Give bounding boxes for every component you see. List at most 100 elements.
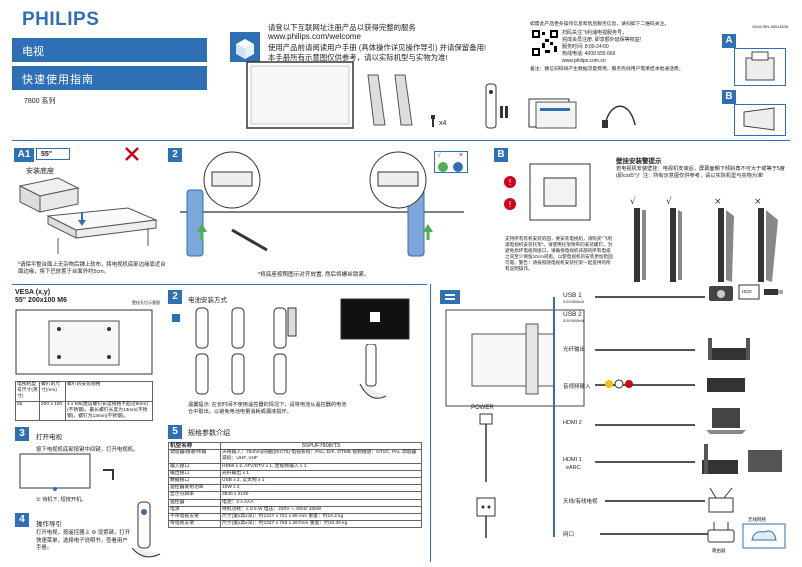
spec-key: 输入接口 [168,462,221,471]
step4-text: 打开电视，按遥控器上 ⚙ 设置键，打开快速菜单，选择电子说明书，查看用户手册。 [36,530,131,551]
battery-title: 电池安装方式 [188,297,227,304]
registration-url[interactable]: www.philips.com/welcome [268,32,361,41]
spec-key: 输出接口 [168,469,221,479]
wall-warning-text: 支持所有有机安装的固，要安装电视机，请购买"飞利浦电视机安装托架"。请使用托架附… [505,236,613,271]
spec-val: 尺寸(宽x高x深)：约1227 x 783 x 267mm 重量：约10.35 … [220,520,422,529]
vesa-mm: 200 x 100 [39,400,66,422]
hdd-label: HDD [742,289,752,294]
qr-title: 如需此产品更多操作信息和售后服务信息，请扫如下二维码关注。 [530,22,670,27]
corner-b-tag: B [722,90,736,104]
spec-title: 规格参数介绍 [188,430,230,437]
port-bus [553,297,555,537]
connections-icon [440,290,460,304]
qr-line: 热线电话: 4009 555 666 [562,51,616,57]
antenna-icon [708,487,734,513]
qr-line: 服务时间: 8:00-24:00 [562,44,609,50]
antenna-cable [605,500,705,502]
qr-line: www.philips.com.cn [562,58,606,64]
step3-text: 按下电视机底部按键中间键，打开电视机。 [36,447,139,453]
screw-icon [431,115,435,127]
usb-stick-icon [764,289,783,295]
power-label: POWER [471,405,494,411]
hdmi1-cable [595,461,695,463]
step3-sub: ① 待机下, 短按开机。 [36,497,87,503]
qr-line: 扫码关注飞利浦电视服务号， [562,30,628,36]
vesa-th-spec: 螺钉的安装规格 [65,381,153,402]
spec-key: 调谐器/接收/传输 [168,449,221,464]
brand-logo: PHILIPS [22,9,100,30]
stand-step-tag: 2 [168,148,182,162]
size-label: 55" [41,151,53,158]
tv-back-panel-illustration [445,309,585,407]
vesa-spec: 4 x M6(建议螺钉长度规格不超过8mm)(不锈钢)，最长螺钉长度为13mm(… [65,400,153,422]
vesa-table: 电视机型号尺寸(英寸) 螺钉的尺寸(mm) 螺钉的安装规格 55 200 x 1… [15,381,153,422]
hdd-icon [738,284,760,300]
hdmi1-sub: eARC [566,465,581,471]
stand-install-illustration [180,151,464,257]
usb1-cable [595,296,705,298]
vesa-th-mm: 螺钉的尺寸(mm) [39,381,66,402]
a1-note: *请保平整台面上无杂物后铺上软布，将电视机底部边缘靠近台面边缘，将下巴放置于台面… [18,262,166,275]
spec-val: 光纤输出 x 1 [220,469,422,479]
vesa-title: VESA (x,y) [15,289,51,296]
spec-row: 电源待机功耗：≤ 0.5 W 电压：220V ~, 50Hz 155W [168,505,422,515]
spec-val: USB x 2, 以太网 x 1 [220,477,422,486]
usb2-sub: 5.0V/500mA [563,319,584,323]
network-cloud-icon [742,523,786,549]
spec-val: HDMI x 2, ATV/DTV x 1, 音视频输入 x 1 [220,462,422,471]
check-badge: √ × [434,151,468,173]
step3-num: 3 [15,427,29,441]
spec-row: 带电视支架尺寸(宽x高x深)：约1227 x 783 x 267mm 重量：约1… [168,520,422,529]
spec-key: 显示分辨率 [168,491,221,500]
vesa-back-illustration [15,309,153,375]
series-label: 7800 系列 [24,98,56,105]
optical-cable [595,349,695,351]
qr-note: 备注：微信扫码将产生数据流量费用，服务热线用户需承担本地通话费。 [530,67,684,72]
spec-key: 带电视支架 [168,520,221,529]
camera-icon [709,286,733,301]
cross-mark: × [458,152,463,159]
tv-illustration [246,61,354,129]
size-badge: 55" [36,148,70,160]
hdmi2-label: HDMI 2 [563,420,582,426]
divider-mid [12,284,427,285]
registration-line-2: 使用产品前请阅读用户手册 (具体操作详见操作导引) 并请保留备用! [268,43,487,52]
step4-num: 4 [15,513,29,527]
registration-line-3: 本手册所有示意图仅供参考，请以实际机型与实物为准! [268,53,448,62]
svg-text:×: × [754,197,762,207]
stand-note: *将底座按照图示对齐放置, 然后将螺丝锁紧。 [258,272,370,278]
hdmi1-label: HDMI 1 [563,457,582,463]
rca-plugs-icon [605,379,633,389]
ok-dot-icon [438,162,448,172]
tilt-angle-illustration: √ √ × × [630,196,778,282]
check-mark: √ [437,152,441,159]
battery-step-tag: 2 [168,290,182,304]
spec-val: 55PUF7808/T3 [220,441,422,451]
wall-mount-a-icon [734,48,786,86]
wall-text: 若电视机安装壁挂：电视机安装后，屏幕面朝下倾斜角不可大于或等于5度(即cos5°… [616,166,785,179]
spec-key: 机型名称 [168,441,221,451]
laptop-icon [706,408,746,434]
header-guide-band: 快速使用指南 [12,66,207,90]
spec-val: 天线输入：75ohm(同轴)(IEC75) 电视系统：PAL, D/K, DTM… [220,449,422,464]
screw-count: x4 [439,120,447,127]
usb2-label: USB 2 [563,311,582,318]
spec-val: 10W x 2 [220,484,422,493]
tv-front-icon [340,298,410,340]
hdmi2-cable [595,424,695,426]
table-setup-illustration [18,177,158,254]
router-icon [707,522,735,543]
stand-feet-icon [367,74,413,126]
spec-row: 调谐器/接收/传输天线输入：75ohm(同轴)(IEC75) 电视系统：PAL,… [168,449,422,464]
svg-text:√: √ [630,196,636,207]
step4-title: 操作导引 [36,521,62,528]
box-icon [230,32,260,62]
qr-lines: 扫码关注飞利浦电视服务号， 完成会员注册, 即享额外延保等权益! 服务时间: 8… [562,30,641,65]
lan-label: 网口 [563,532,575,538]
spec-key: 不带电视支架 [168,513,221,522]
corner-a-tag: A [722,34,736,48]
power-cord-icon [602,105,636,128]
